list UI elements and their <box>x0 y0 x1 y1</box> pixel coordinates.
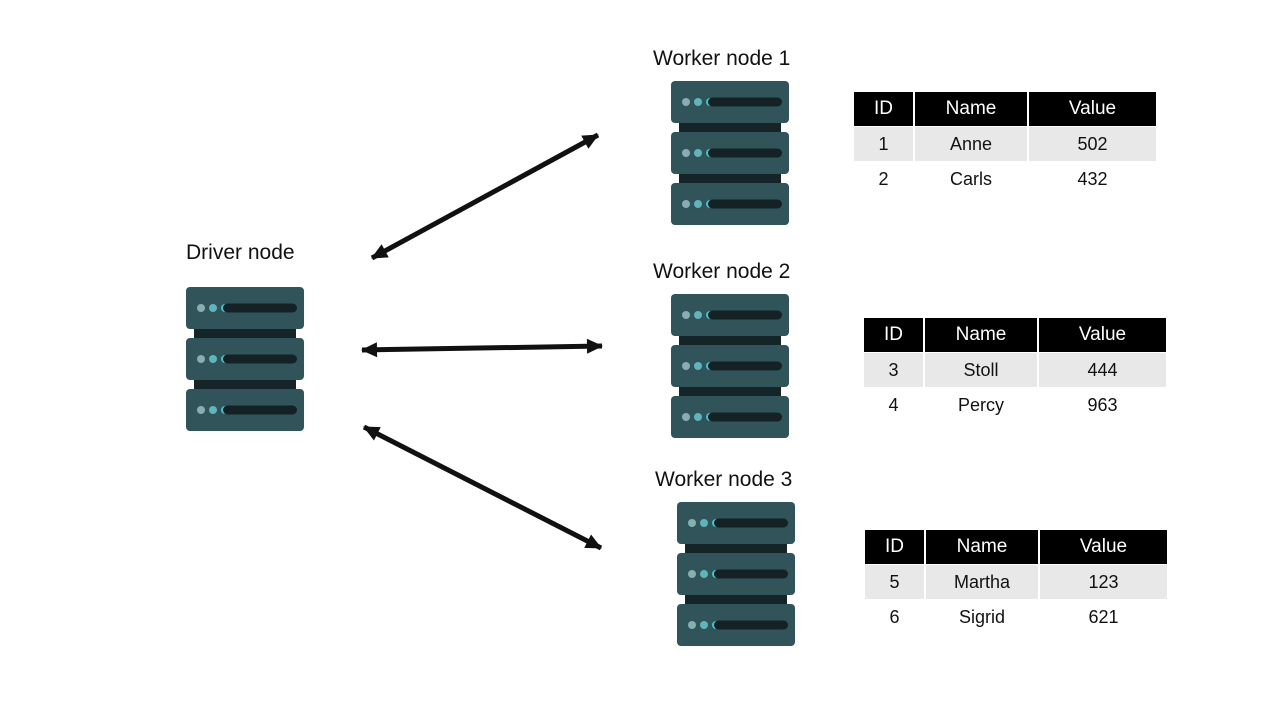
table-row: 6 Sigrid 621 <box>865 600 1167 634</box>
server-connector <box>685 595 787 604</box>
arrow-driver-worker1 <box>370 132 600 261</box>
table-cell-id: 2 <box>854 162 913 196</box>
table-header-row: ID Name Value <box>865 530 1167 564</box>
table-header-value: Value <box>1039 318 1166 352</box>
table-row: 3 Stoll 444 <box>864 353 1166 387</box>
server-stack-icon <box>677 502 795 646</box>
table-cell-id: 1 <box>854 127 913 161</box>
table-header-row: ID Name Value <box>864 318 1166 352</box>
table-cell-name: Stoll <box>925 353 1037 387</box>
server-drive-slot <box>708 412 782 422</box>
server-unit <box>671 345 789 387</box>
server-unit <box>671 294 789 336</box>
server-drive-slot <box>714 518 788 528</box>
table-cell-name: Martha <box>926 565 1038 599</box>
table-cell-value: 963 <box>1039 388 1166 422</box>
table-cell-id: 6 <box>865 600 924 634</box>
server-connector <box>194 380 296 389</box>
server-unit <box>677 604 795 646</box>
table-cell-value: 502 <box>1029 127 1156 161</box>
table-row: 1 Anne 502 <box>854 127 1156 161</box>
server-connector <box>679 123 781 132</box>
server-unit <box>186 287 304 329</box>
server-drive-slot <box>223 354 297 364</box>
table-cell-name: Percy <box>925 388 1037 422</box>
server-connector <box>685 544 787 553</box>
table-header-name: Name <box>925 318 1037 352</box>
table-cell-name: Anne <box>915 127 1027 161</box>
table-cell-value: 432 <box>1029 162 1156 196</box>
table-header-id: ID <box>865 530 924 564</box>
worker-node-2-label: Worker node 2 <box>653 260 791 283</box>
worker3-data-table: ID Name Value 5 Martha 123 6 Sigrid 621 <box>863 529 1169 635</box>
server-drive-slot <box>223 405 297 415</box>
server-unit <box>671 81 789 123</box>
server-unit <box>186 389 304 431</box>
server-drive-slot <box>708 361 782 371</box>
server-drive-slot <box>708 199 782 209</box>
table-header-row: ID Name Value <box>854 92 1156 126</box>
worker-node-1-label: Worker node 1 <box>653 47 791 70</box>
table-row: 5 Martha 123 <box>865 565 1167 599</box>
arrow-driver-worker2 <box>361 338 603 358</box>
table-cell-id: 4 <box>864 388 923 422</box>
table-header-name: Name <box>926 530 1038 564</box>
server-drive-slot <box>223 303 297 313</box>
table-header-value: Value <box>1040 530 1167 564</box>
server-connector <box>679 387 781 396</box>
server-drive-slot <box>714 569 788 579</box>
table-row: 2 Carls 432 <box>854 162 1156 196</box>
arrow-driver-worker3 <box>362 424 603 551</box>
server-connector <box>194 329 296 338</box>
server-connector <box>679 174 781 183</box>
server-stack-icon <box>186 287 304 432</box>
table-cell-value: 621 <box>1040 600 1167 634</box>
table-header-name: Name <box>915 92 1027 126</box>
server-unit <box>671 396 789 438</box>
table-cell-value: 444 <box>1039 353 1166 387</box>
server-unit <box>677 553 795 595</box>
worker2-data-table: ID Name Value 3 Stoll 444 4 Percy 963 <box>862 317 1168 423</box>
table-cell-id: 3 <box>864 353 923 387</box>
table-header-id: ID <box>864 318 923 352</box>
worker1-data-table: ID Name Value 1 Anne 502 2 Carls 432 <box>852 91 1158 197</box>
table-header-value: Value <box>1029 92 1156 126</box>
table-cell-value: 123 <box>1040 565 1167 599</box>
server-unit <box>186 338 304 380</box>
server-unit <box>671 132 789 174</box>
server-drive-slot <box>714 620 788 630</box>
table-header-id: ID <box>854 92 913 126</box>
table-cell-name: Carls <box>915 162 1027 196</box>
table-row: 4 Percy 963 <box>864 388 1166 422</box>
server-drive-slot <box>708 97 782 107</box>
server-drive-slot <box>708 310 782 320</box>
worker-node-3-label: Worker node 3 <box>655 468 793 491</box>
table-cell-id: 5 <box>865 565 924 599</box>
driver-node-label: Driver node <box>186 241 295 264</box>
server-connector <box>679 336 781 345</box>
server-stack-icon <box>671 81 789 225</box>
server-unit <box>671 183 789 225</box>
server-drive-slot <box>708 148 782 158</box>
server-unit <box>677 502 795 544</box>
server-stack-icon <box>671 294 789 438</box>
table-cell-name: Sigrid <box>926 600 1038 634</box>
